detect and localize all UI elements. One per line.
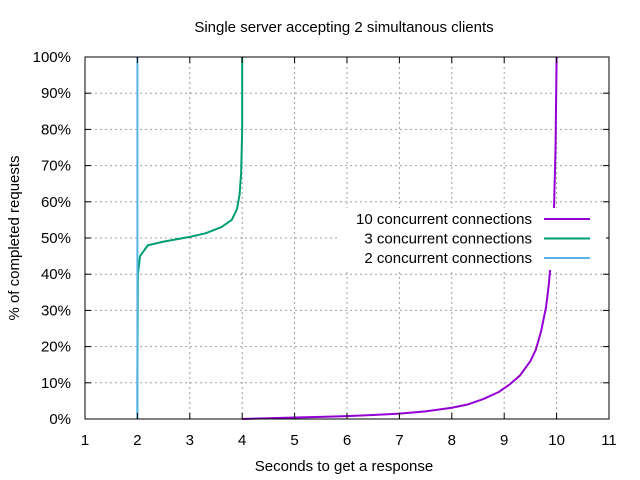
y-tick-label: 30% [41, 302, 71, 319]
legend-label: 3 concurrent connections [364, 231, 532, 248]
y-tick-label: 0% [49, 411, 71, 428]
y-tick-label: 80% [41, 121, 71, 138]
x-tick-label: 11 [601, 432, 617, 449]
y-tick-label: 90% [41, 85, 71, 102]
series-line-2 [136, 57, 244, 419]
series-lines [136, 56, 558, 420]
x-tick-label: 9 [500, 432, 508, 449]
x-tick-label: 8 [448, 432, 456, 449]
y-tick-label: 70% [41, 158, 71, 175]
chart-title: Single server accepting 2 simultanous cl… [194, 19, 493, 36]
y-tick-label: 20% [41, 339, 71, 356]
y-tick-label: 60% [41, 194, 71, 211]
legend-label: 10 concurrent connections [356, 211, 532, 228]
x-tick-label: 2 [133, 432, 141, 449]
y-tick-label: 10% [41, 375, 71, 392]
x-tick-label: 7 [395, 432, 403, 449]
x-tick-label: 5 [290, 432, 298, 449]
x-tick-label: 3 [186, 432, 194, 449]
y-tick-label: 50% [41, 230, 71, 247]
legend: 10 concurrent connections 3 concurrent co… [338, 208, 606, 270]
series-line-1 [242, 56, 558, 420]
x-tick-label: 10 [548, 432, 565, 449]
x-tick-label: 6 [343, 432, 351, 449]
x-tick-label: 4 [238, 432, 246, 449]
axis-ticks: 0% 10% 20% 30% 40% 50% 60% 70% 80% 90% 100% 1 2 3 4 5 6 7… [33, 49, 617, 449]
y-tick-label: 40% [41, 266, 71, 283]
x-axis-title: Seconds to get a response [255, 458, 433, 475]
y-axis-title: % of completed requests [6, 155, 23, 320]
legend-label: 2 concurrent connections [364, 250, 532, 267]
x-tick-label: 1 [81, 432, 89, 449]
y-tick-label: 100% [33, 49, 71, 66]
